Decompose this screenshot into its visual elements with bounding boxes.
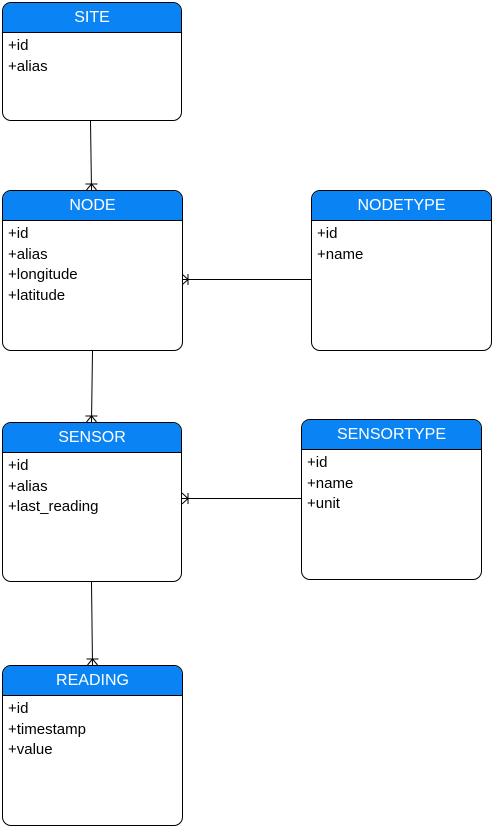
entity-nodetype[interactable]: NODETYPE +id +name	[311, 190, 492, 351]
attribute-reading-value: +value	[8, 741, 53, 758]
attribute-sensortype-id: +id	[307, 454, 328, 471]
entity-sensortype[interactable]: SENSORTYPE +id +name +unit	[301, 419, 482, 580]
attribute-site-alias: +alias	[8, 57, 48, 75]
attribute-reading-timestamp: +timestamp	[8, 720, 86, 738]
connector-site-node[interactable]	[85, 120, 98, 191]
entity-node[interactable]: NODE +id +alias +longitude +latitude	[2, 190, 183, 351]
entity-sensor-attributes: +id +alias +last_reading	[3, 453, 181, 518]
connector-node-sensor[interactable]	[85, 350, 98, 423]
attribute-nodetype-id: +id	[317, 225, 338, 242]
connector-sensor-reading[interactable]	[86, 581, 99, 666]
entity-site-attributes: +id +alias	[3, 33, 181, 77]
attribute-sensortype-unit: +unit	[307, 495, 340, 512]
attribute-site-id: +id	[8, 37, 29, 54]
entity-node-attributes: +id +alias +longitude +latitude	[3, 221, 182, 306]
attribute-sensor-alias: +alias	[8, 477, 48, 495]
attribute-nodetype-name: +name	[317, 245, 364, 263]
entity-sensor[interactable]: SENSOR +id +alias +last_reading	[2, 422, 182, 582]
attribute-sensor-id: +id	[8, 457, 29, 474]
attribute-reading-id: +id	[8, 700, 29, 717]
entity-reading-title: READING	[3, 666, 182, 696]
entity-reading-attributes: +id +timestamp +value	[3, 696, 182, 761]
attribute-sensortype-name: +name	[307, 474, 354, 492]
connector-nodetype-node[interactable]	[181, 273, 312, 286]
entity-nodetype-title: NODETYPE	[312, 191, 491, 221]
entity-sensortype-attributes: +id +name +unit	[302, 450, 481, 515]
connector-sensortype-sensor[interactable]	[181, 492, 302, 505]
entity-node-title: NODE	[3, 191, 182, 221]
attribute-node-id: +id	[8, 225, 29, 242]
attribute-node-latitude: +latitude	[8, 286, 66, 304]
entity-site-title: SITE	[3, 3, 181, 33]
entity-nodetype-attributes: +id +name	[312, 221, 491, 265]
entity-sensor-title: SENSOR	[3, 423, 181, 453]
entity-site[interactable]: SITE +id +alias	[2, 2, 182, 121]
entity-reading[interactable]: READING +id +timestamp +value	[2, 665, 183, 826]
attribute-node-alias: +alias	[8, 245, 48, 263]
attribute-node-longitude: +longitude	[8, 266, 78, 283]
attribute-sensor-last-reading: +last_reading	[8, 498, 99, 515]
entity-sensortype-title: SENSORTYPE	[302, 420, 481, 450]
